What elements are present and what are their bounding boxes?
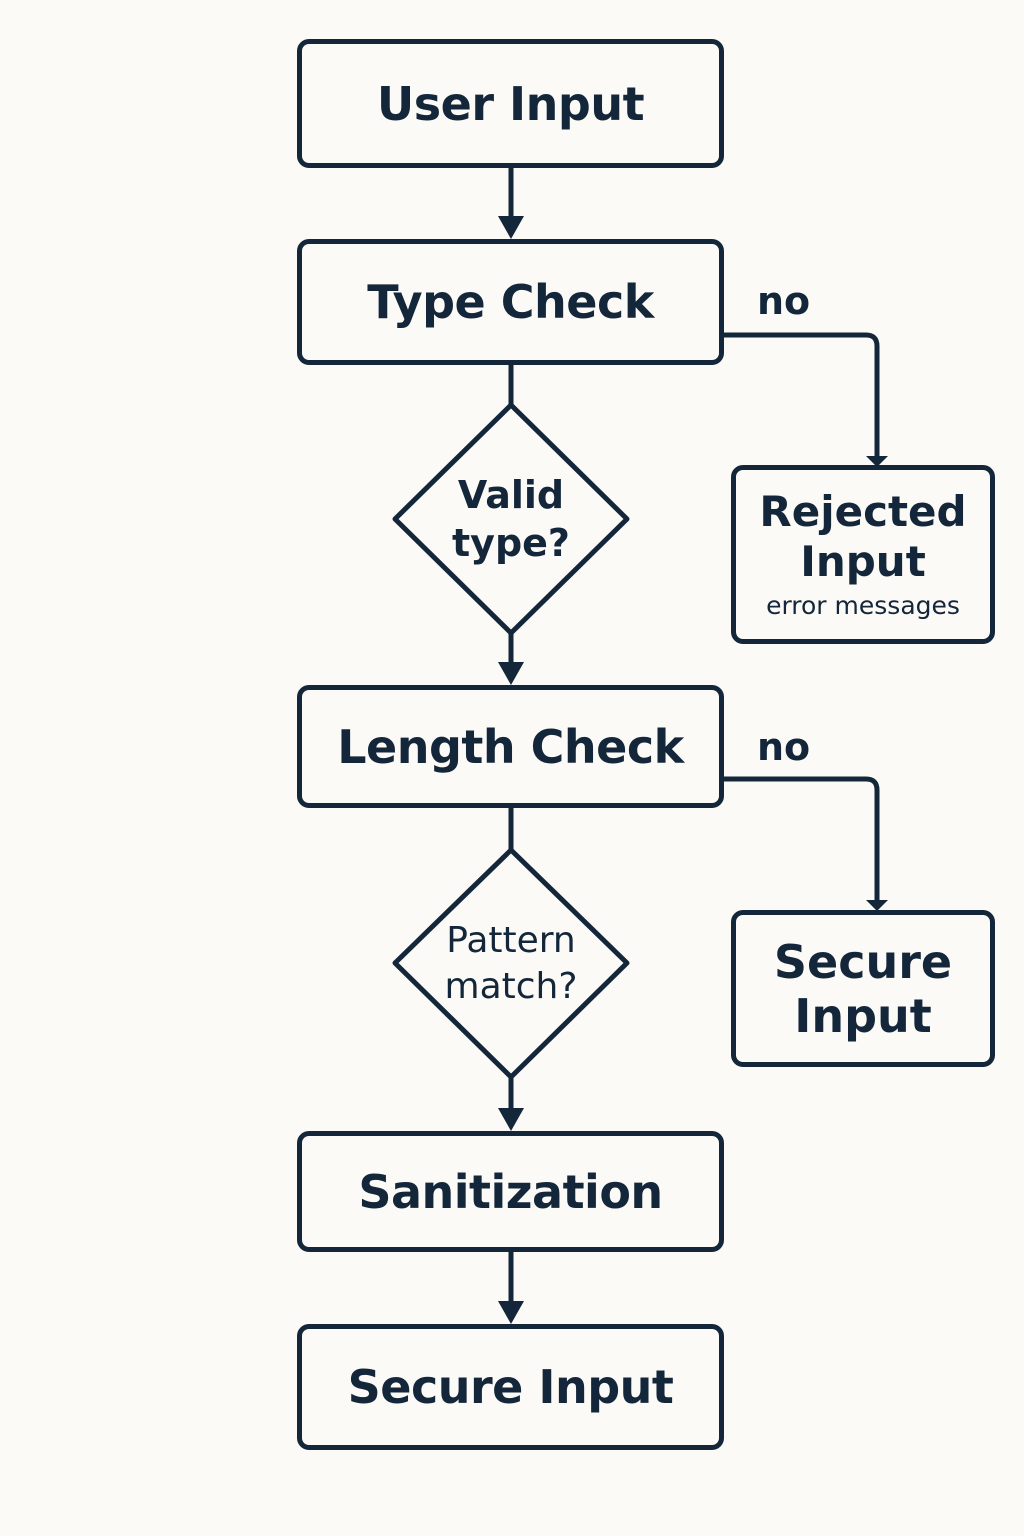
secure-input-side-line-1: Secure [773,934,953,989]
node-length-check: Length Check [297,685,724,808]
node-user-input: User Input [297,39,724,168]
rejected-input-line-1: Rejected [759,486,967,536]
node-valid-type-label: Valid type? [411,464,611,574]
rejected-input-line-2: Input [800,536,926,586]
node-secure-input-side: Secure Input [731,910,995,1067]
arrowhead-sanitization [498,1108,524,1131]
node-rejected-input: Rejected Input error messages [731,465,995,644]
secure-input-side-line-2: Input [794,988,932,1043]
arrowhead-secure-input-bottom [498,1301,524,1324]
edge-label-type-check-no: no [757,279,811,323]
arrowhead-rejected-input [866,456,888,467]
arrowhead-type-check [498,216,524,239]
arrow-type-check-no-to-rejected [723,332,880,456]
arrowhead-secure-input-side [866,900,888,911]
rejected-input-note: error messages [766,590,960,620]
pattern-match-line-1: Pattern [446,920,576,961]
node-secure-input-bottom-label: Secure Input [347,1360,674,1414]
valid-type-line-2: type? [452,521,570,565]
node-type-check: Type Check [297,239,724,365]
node-sanitization-label: Sanitization [358,1164,663,1219]
node-secure-input-bottom: Secure Input [297,1324,724,1450]
node-length-check-label: Length Check [337,719,684,774]
edge-label-length-check-no: no [757,725,811,769]
valid-type-line-1: Valid [457,473,565,517]
node-pattern-match-label: Pattern match? [411,910,611,1018]
node-type-check-label: Type Check [367,275,654,329]
node-sanitization: Sanitization [297,1131,724,1252]
arrow-length-check-no-to-secure-side [723,776,880,900]
pattern-match-line-2: match? [444,966,578,1007]
node-user-input-label: User Input [376,76,645,131]
arrowhead-length-check [498,662,524,685]
